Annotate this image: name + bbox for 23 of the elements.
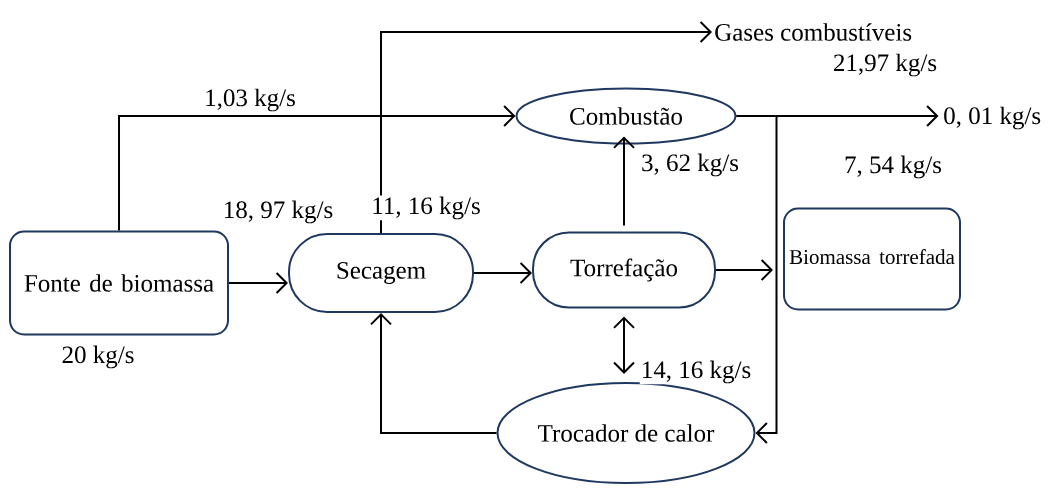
flow-rate-label: 20 kg/s xyxy=(62,345,134,369)
flow-rate-label: 18, 97 kg/s xyxy=(221,199,335,225)
flow-rate-label: 3, 62 kg/s xyxy=(640,152,740,178)
process-box: Torrefação xyxy=(532,231,716,309)
arrow xyxy=(228,272,288,294)
flow-rate-label: 1,03 kg/s xyxy=(203,87,297,113)
arrow xyxy=(380,21,712,234)
outlet-label: Gases combustíveis xyxy=(715,23,912,41)
flow-rate-label: 7, 54 kg/s xyxy=(845,155,942,179)
arrow xyxy=(370,313,498,434)
flow-rate-label: 21,97 kg/s xyxy=(834,53,937,77)
flow-rate-label: 0, 01 kg/s xyxy=(942,105,1043,131)
arrow xyxy=(613,136,635,227)
process-box: Secagem xyxy=(288,233,474,313)
arrow xyxy=(735,115,778,444)
flow-rate-label: 14, 16 kg/s xyxy=(639,359,753,385)
arrow xyxy=(118,105,516,232)
product-box: Biomassa torrefada xyxy=(783,207,961,311)
arrow xyxy=(473,262,532,284)
flow-rate-label: 11, 16 kg/s xyxy=(370,195,482,221)
source-box: Fonte de biomassa xyxy=(9,230,229,336)
arrow xyxy=(715,259,773,281)
arrow xyxy=(613,316,635,374)
